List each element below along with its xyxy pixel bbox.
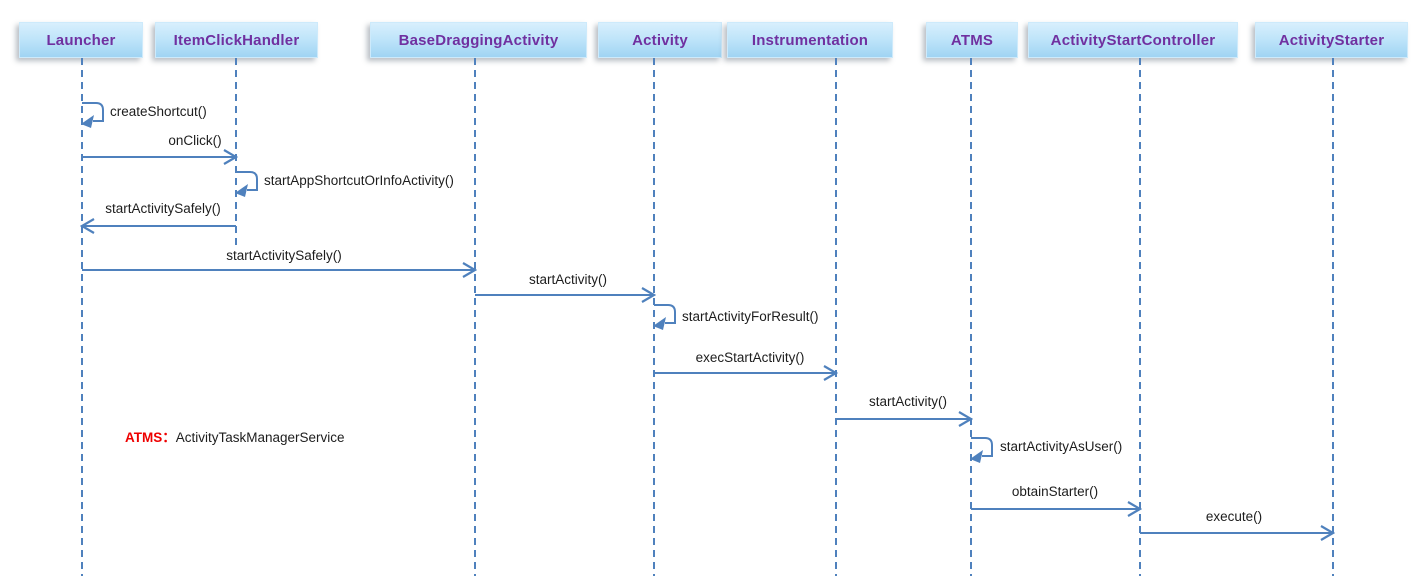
self-message-loop-startactivityforresult- (653, 304, 676, 330)
message-line (82, 156, 236, 158)
participant-box-atms: ATMS (926, 22, 1018, 58)
participant-name: BaseDraggingActivity (398, 31, 559, 49)
arrowhead-icon (641, 287, 656, 303)
arrowhead-icon (223, 149, 238, 165)
lifeline-instrumentation (835, 58, 837, 576)
participant-name: ItemClickHandler (173, 31, 300, 49)
lifeline-itemclickhandler (235, 58, 237, 247)
participant-name: ATMS (950, 31, 994, 49)
lifeline-launcher (81, 58, 83, 576)
self-message-loop-startappshortcutorinfoactivity- (235, 171, 258, 197)
self-arrowhead-icon (235, 184, 248, 197)
participant-box-activitystartcontroller: ActivityStartController (1028, 22, 1238, 58)
self-message-loop-createshortcut- (81, 102, 104, 128)
lifeline-activitystartcontroller (1139, 58, 1141, 576)
message-label: execute() (1205, 509, 1263, 524)
participant-name: ActivityStartController (1050, 31, 1216, 49)
message-line (1140, 532, 1333, 534)
arrowhead-icon (80, 218, 95, 234)
note-prefix: ATMS： (125, 430, 176, 445)
message-label: startActivityForResult() (682, 309, 819, 324)
participant-name: Instrumentation (751, 31, 869, 49)
participant-box-basedraggingactivity: BaseDraggingActivity (370, 22, 587, 58)
self-arrowhead-icon (970, 450, 983, 463)
message-label: startActivitySafely() (105, 201, 221, 216)
lifeline-activity (653, 58, 655, 576)
participant-name: Launcher (46, 31, 116, 49)
note-text: ActivityTaskManagerService (175, 430, 345, 445)
lifeline-atms (970, 58, 972, 576)
message-line (971, 508, 1140, 510)
participant-box-launcher: Launcher (19, 22, 143, 58)
participant-box-activity: Activity (598, 22, 722, 58)
message-line (82, 269, 475, 271)
self-arrowhead-icon (653, 317, 666, 330)
message-label: startAppShortcutOrInfoActivity() (264, 173, 454, 188)
arrowhead-icon (958, 411, 973, 427)
message-label: obtainStarter() (1011, 484, 1099, 499)
arrowhead-icon (823, 365, 838, 381)
self-arrowhead-icon (81, 115, 94, 128)
message-line (836, 418, 971, 420)
participant-box-itemclickhandler: ItemClickHandler (155, 22, 318, 58)
participant-name: Activity (632, 31, 688, 49)
message-line (654, 372, 836, 374)
message-label: startActivitySafely() (226, 248, 342, 263)
message-line (475, 294, 654, 296)
participant-box-instrumentation: Instrumentation (727, 22, 893, 58)
lifeline-activitystarter (1332, 58, 1334, 576)
participant-box-activitystarter: ActivityStarter (1255, 22, 1408, 58)
atms-note: ATMS：ActivityTaskManagerService (125, 429, 345, 447)
message-line (82, 225, 236, 227)
message-label: startActivity() (528, 272, 608, 287)
arrowhead-icon (1320, 525, 1335, 541)
arrowhead-icon (1127, 501, 1142, 517)
message-label: onClick() (168, 133, 222, 148)
lifeline-basedraggingactivity (474, 58, 476, 576)
self-message-loop-startactivityasuser- (970, 437, 993, 463)
message-label: execStartActivity() (695, 350, 805, 365)
message-label: startActivity() (868, 394, 948, 409)
message-label: createShortcut() (110, 104, 207, 119)
message-label: startActivityAsUser() (1000, 439, 1123, 454)
participant-name: ActivityStarter (1278, 31, 1385, 49)
arrowhead-icon (462, 262, 477, 278)
